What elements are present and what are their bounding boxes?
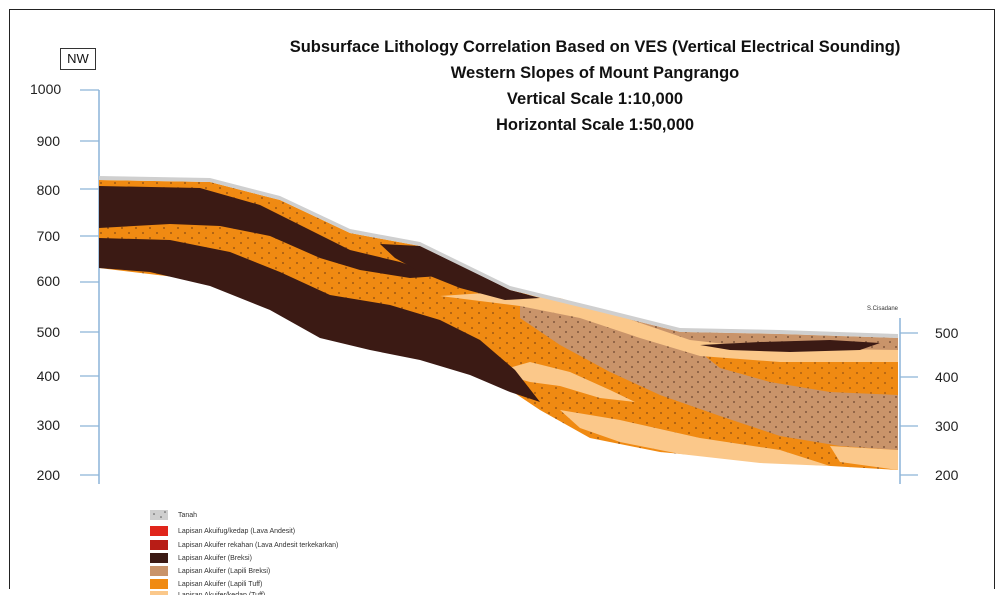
left-tick-label: 800: [36, 182, 60, 198]
tuff-lens: [440, 292, 898, 362]
left-tick-label: 400: [36, 368, 60, 384]
breksi-layer-lower: [99, 238, 540, 402]
left-tick-label: 700: [36, 228, 60, 244]
left-tick-label: 200: [36, 467, 60, 483]
left-tick-label: 300: [36, 417, 60, 433]
breksi-layer-thin: [380, 244, 540, 300]
left-axis: [80, 89, 100, 484]
legend-swatches: [150, 510, 168, 595]
left-tick-label: 500: [36, 324, 60, 340]
figure-frame: [9, 9, 995, 589]
legend-label-tuff: Lapisan Akuifer/kedap (Tuff): [178, 591, 265, 595]
title-line-2: Western Slopes of Mount Pangrango: [450, 64, 740, 82]
left-tick-label: 900: [36, 133, 60, 149]
breksi-layer-upper: [99, 186, 440, 278]
legend-label-lava-andesit-terkekarkan: Lapisan Akuifer rekahan (Lava Andesit te…: [178, 542, 339, 549]
right-tick-label: 300: [935, 418, 959, 434]
direction-label: NW: [60, 48, 96, 70]
title-line-3: Vertical Scale 1:10,000: [506, 90, 684, 108]
legend-label-breksi: Lapisan Akuifer (Breksi): [178, 555, 252, 562]
right-tick-label: 500: [935, 325, 959, 341]
legend-label-lapili-breksi: Lapisan Akuifer (Lapili Breksi): [178, 568, 271, 575]
legend-label-tanah: Tanah: [178, 512, 198, 519]
tuff-lens: [495, 362, 635, 402]
title-line-4: Horizontal Scale 1:50,000: [495, 116, 695, 134]
title-line-1: Subsurface Lithology Correlation Based o…: [289, 38, 901, 56]
legend-label-lava-andesit: Lapisan Akuifug/kedap (Lava Andesit): [178, 528, 296, 535]
legend-label-lapili-tuff: Lapisan Akuifer (Lapili Tuff): [178, 581, 263, 588]
tuff-lens: [560, 410, 830, 466]
right-tick-label: 200: [935, 467, 959, 483]
left-tick-label: 1000: [30, 81, 62, 97]
left-tick-label: 600: [36, 273, 60, 289]
tuff-lens: [830, 446, 898, 470]
river-label: S.Cisadane: [867, 306, 899, 312]
breksi-lens-right: [700, 340, 880, 352]
right-axis: [899, 318, 918, 484]
right-tick-label: 400: [935, 369, 959, 385]
